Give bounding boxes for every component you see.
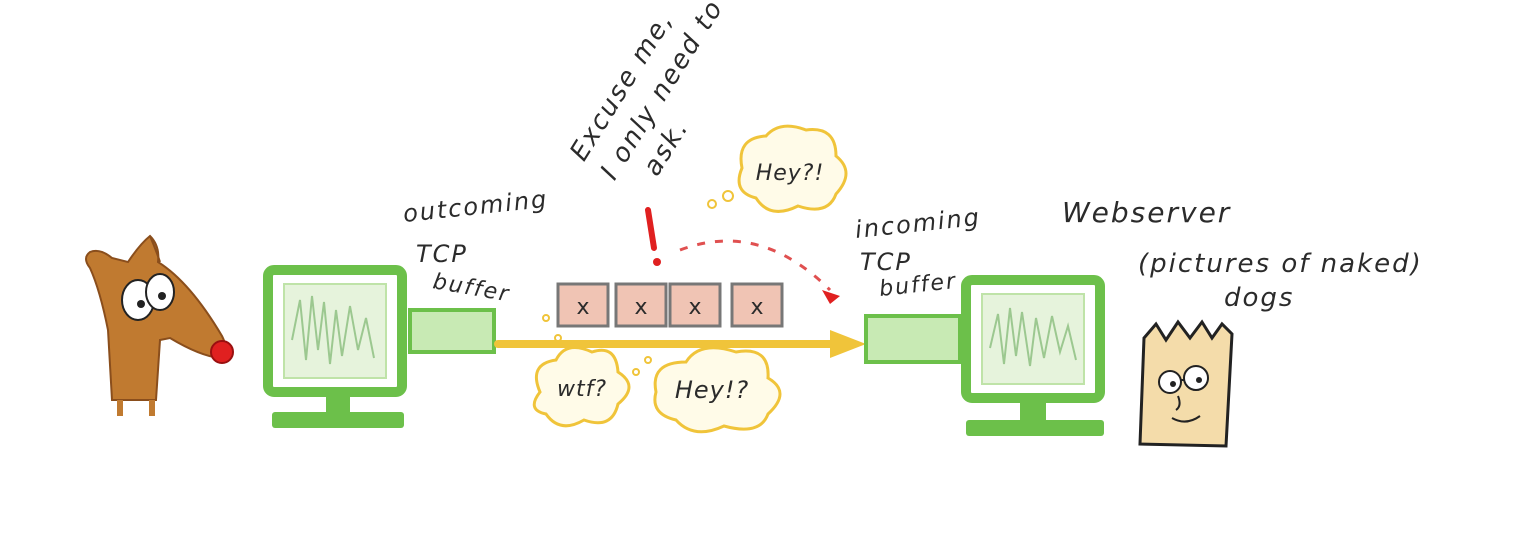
incoming-label-line1: incoming bbox=[854, 203, 982, 244]
incoming-buffer bbox=[864, 314, 962, 364]
dog-nose-icon bbox=[210, 340, 234, 364]
bubble-hey-top-text: Hey?! bbox=[756, 161, 825, 186]
dog-client-illustration bbox=[85, 234, 234, 416]
bubble-hey-top: Hey?! bbox=[737, 124, 848, 213]
bubble-hey-bottom-text: Hey!? bbox=[675, 376, 749, 404]
connection-arrow bbox=[494, 330, 866, 358]
thought-dots bbox=[542, 190, 734, 376]
bubble-wtf-text: wtf? bbox=[557, 377, 607, 402]
content-label-line1: (pictures of naked) bbox=[1138, 249, 1423, 279]
jump-path bbox=[679, 239, 840, 304]
server-monitor bbox=[961, 275, 1105, 436]
content-label-line2: dogs bbox=[1224, 283, 1294, 313]
outcoming-label-line2: TCP bbox=[416, 240, 468, 268]
bubble-hey-bottom: Hey!? bbox=[653, 346, 782, 434]
client-monitor bbox=[263, 265, 407, 428]
packet-mark: x bbox=[634, 295, 647, 320]
bubble-wtf: wtf? bbox=[532, 346, 631, 428]
packet-mark: x bbox=[688, 295, 701, 320]
outcoming-buffer-label: outcoming TCP buffer bbox=[402, 185, 550, 308]
packet-box: x bbox=[614, 282, 668, 328]
packet-box: x bbox=[556, 282, 610, 328]
packet-box: x bbox=[668, 282, 722, 328]
excuse-me-text: Excuse me, I only need to ask. bbox=[564, 0, 729, 185]
outcoming-buffer bbox=[408, 308, 496, 354]
exclamation-icon bbox=[645, 207, 661, 266]
webserver-character bbox=[1138, 319, 1234, 448]
packet-mark: x bbox=[750, 295, 763, 320]
packet-mark: x bbox=[576, 295, 589, 320]
outcoming-label-line1: outcoming bbox=[402, 185, 550, 228]
packet-queue: x x x x bbox=[556, 282, 784, 328]
outcoming-label-line3: buffer bbox=[431, 269, 512, 307]
incoming-label-line2: TCP bbox=[860, 248, 912, 276]
packet-box: x bbox=[730, 282, 784, 328]
webserver-label: Webserver bbox=[1062, 196, 1231, 229]
